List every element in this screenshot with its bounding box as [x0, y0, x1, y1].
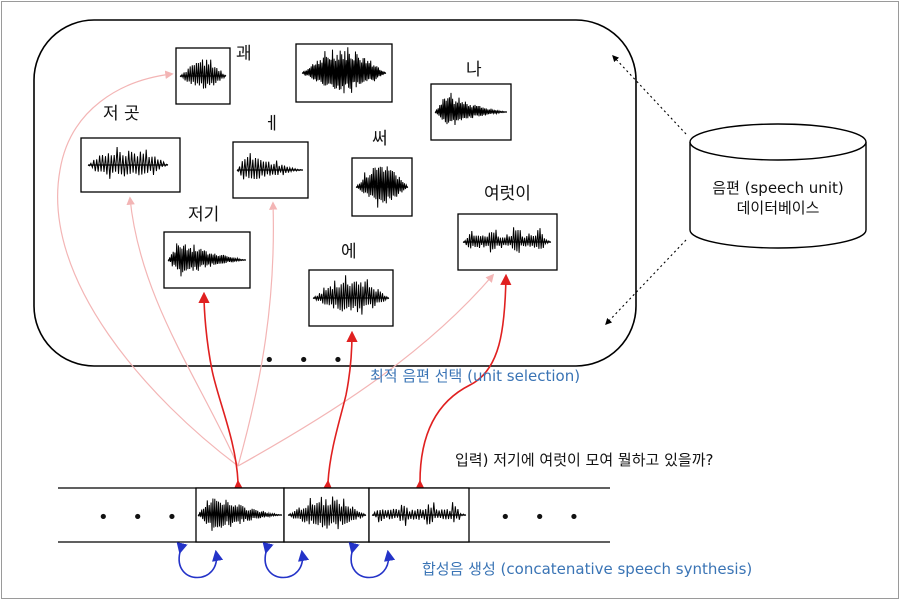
unit-label-jeogi: 저기	[188, 205, 220, 225]
waveform	[462, 227, 552, 253]
db-link-top	[612, 55, 687, 135]
waveform	[371, 502, 467, 526]
unit-box-yeoreosi	[457, 213, 558, 271]
unit-box-jeogot	[80, 137, 181, 193]
unit-label-e-vowel: ㅔ	[264, 114, 280, 134]
unit-box-gwae	[175, 47, 231, 105]
waveform	[287, 496, 367, 530]
synthesis-label: 합성음 생성 (concatenative speech synthesis)	[422, 560, 753, 578]
unit-label-jeogot: 저 곳	[103, 104, 140, 124]
waveform	[197, 498, 283, 531]
selected-arrow-jeogi	[198, 291, 245, 492]
unit-box-unlabeled	[295, 43, 393, 103]
join-arrow	[176, 542, 224, 579]
waveform	[87, 146, 169, 179]
synthesis-strip	[58, 487, 610, 543]
waveform	[312, 275, 390, 315]
candidate-arrow	[57, 70, 239, 467]
unit-label-sseo: 써	[372, 129, 388, 149]
strip-ellipsis-left: • • •	[98, 507, 187, 528]
pool-ellipsis: • • •	[264, 350, 353, 371]
db-link-bottom	[605, 239, 687, 325]
selected-arrow-yeoreosi	[414, 273, 512, 491]
candidate-arrow	[237, 201, 278, 467]
strip-ellipsis-right: • • •	[500, 507, 589, 528]
database-label-line2: 데이터베이스	[736, 199, 820, 217]
join-arrow	[348, 542, 396, 579]
unit-box-e	[308, 269, 394, 327]
waveform	[167, 243, 246, 277]
waveform	[236, 153, 304, 180]
waveform	[434, 92, 507, 126]
database-label-line1: 음편 (speech unit)	[712, 179, 844, 197]
waveform	[301, 47, 387, 94]
unit-box-jeogi	[163, 231, 251, 289]
join-arrow	[262, 542, 310, 579]
selected-arrow-e	[321, 330, 358, 492]
unit-box-sseo	[351, 157, 413, 217]
unit-label-e: 에	[341, 242, 357, 262]
unit-label-na: 나	[466, 60, 482, 80]
unit-box-e-vowel	[232, 141, 309, 199]
waveform	[355, 166, 409, 208]
unit-label-yeoreosi: 여럿이	[484, 184, 531, 204]
unit-label-gwae: 괘	[236, 44, 252, 64]
database-label: 음편 (speech unit) 데이터베이스	[690, 178, 866, 218]
input-sentence: 입력) 저기에 여럿이 모여 뭘하고 있을까?	[455, 451, 714, 469]
unit-box-na	[430, 83, 512, 141]
database-cylinder	[689, 123, 867, 249]
unit-selection-label: 최적 음편 선택 (unit selection)	[370, 367, 581, 385]
